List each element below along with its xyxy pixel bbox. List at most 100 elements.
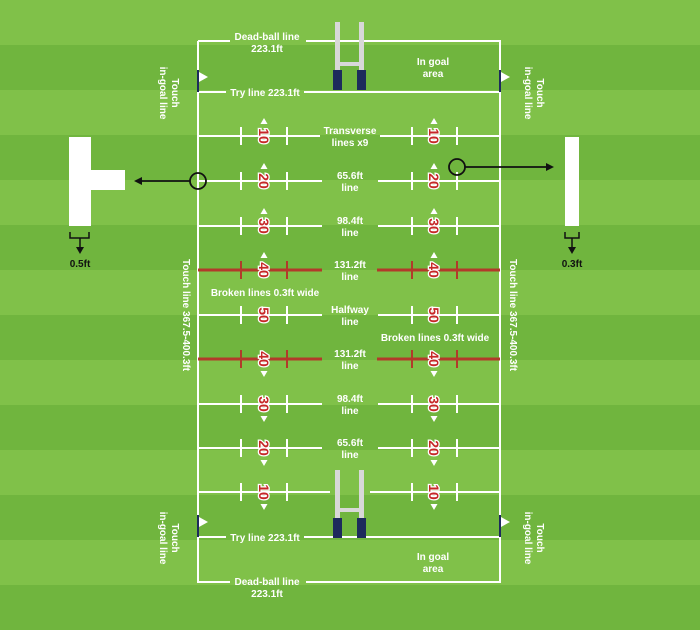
right-detail-measure: 0.3ft [562,259,583,270]
l984-top-label-1: 98.4ft [337,216,364,227]
post-pad-left [333,70,342,90]
triangle-up-icon [260,252,268,258]
line-number: 10 [256,484,272,500]
goal-posts-top [333,22,366,90]
line-number: 10 [426,484,442,500]
grass-stripe [0,585,700,630]
ingoal-bottom-label-2: area [423,564,444,575]
line-number: 50 [426,307,442,323]
touch-ingoal-label-2: in-goal line [522,512,533,565]
triangle-down-icon [430,416,438,422]
touch-line-left-label: Touch line 367.5-400.3ft [180,259,191,372]
l984-bottom-label-1: 98.4ft [337,394,364,405]
forty-lines [198,268,500,361]
arrow-right-icon [546,163,554,171]
deadball-bottom-label-1: Dead-ball line [234,577,299,588]
triangle-up-icon [430,208,438,214]
triangle-up-icon [430,118,438,124]
flag-icon [197,70,208,92]
grass-stripe [0,270,700,315]
grass-stripe [0,450,700,495]
l656-bottom-label-2: line [341,450,359,461]
line-number: 40 [426,351,442,367]
left-detail [69,137,125,254]
flag-icon [197,515,208,537]
line-number: 20 [426,440,442,456]
touch-ingoal-label-1: Touch [169,523,180,552]
grass-stripe [0,405,700,450]
l1312-top-label-2: line [341,272,359,283]
triangle-up-icon [260,118,268,124]
transverse-label-1: Transverse [324,126,377,137]
line-number: 40 [426,262,442,278]
touch-ingoal-label-2: in-goal line [522,67,533,120]
arrow-down-icon [568,247,576,254]
triangle-down-icon [430,504,438,510]
triangle-up-icon [430,163,438,169]
grass-stripe [0,360,700,405]
grass-stripe [0,0,700,45]
grass-stripe [0,540,700,585]
line-number: 40 [256,351,272,367]
touch-ingoal-label-1: Touch [534,523,545,552]
l656-top-label-2: line [341,183,359,194]
line-number: 20 [256,440,272,456]
transverse-label-2: lines x9 [332,138,369,149]
field-lines [197,40,501,583]
triangle-up-icon [260,208,268,214]
post-right [359,470,364,538]
line-number: 30 [256,396,272,412]
l1312-bottom-label-2: line [341,361,359,372]
t-shape-vertical [69,137,91,226]
post-right [359,22,364,90]
line-number: 20 [426,173,442,189]
touch-ingoal-label-1: Touch [169,78,180,107]
touch-ingoal-label-2: in-goal line [157,512,168,565]
text-labels: Dead-ball line 223.1ft Try line 223.1ft … [70,32,583,600]
triangle-down-icon [260,371,268,377]
ingoal-top-label-1: In goal [417,57,449,68]
post-pad-left [333,518,342,538]
post-pad-right [357,518,366,538]
l1312-top-label-1: 131.2ft [334,260,366,271]
crossbar [335,62,364,66]
touch-ingoal-top-right: Touch in-goal line [522,67,545,120]
l984-top-label-2: line [341,228,359,239]
l656-bottom-label-1: 65.6ft [337,438,364,449]
grass-stripe [0,45,700,90]
arrow-down-icon [76,247,84,254]
broken-lines-right-label: Broken lines 0.3ft wide [381,333,490,344]
touch-ingoal-top-left: Touch in-goal line [157,67,180,120]
triangle-down-icon [260,504,268,510]
halfway-label-2: line [341,317,359,328]
try-line-top-label: Try line 223.1ft [230,88,300,99]
hash-marks [240,127,458,501]
try-line-bottom-label: Try line 223.1ft [230,533,300,544]
post-left [335,22,340,90]
hash-marks-40 [240,261,458,368]
arrow-left-icon [134,177,142,185]
touch-ingoal-bottom-right: Touch in-goal line [522,512,545,565]
line-number: 10 [256,128,272,144]
touch-ingoal-label-2: in-goal line [157,67,168,120]
crossbar [335,508,364,512]
l1312-bottom-label-1: 131.2ft [334,349,366,360]
right-detail [564,137,580,254]
line-number: 30 [426,396,442,412]
line-number: 30 [256,218,272,234]
triangle-down-icon [430,371,438,377]
ingoal-bottom-label-1: In goal [417,552,449,563]
corner-flags [197,70,510,537]
l984-bottom-label-2: line [341,406,359,417]
triangle-up-icon [260,163,268,169]
triangle-down-icon [260,416,268,422]
deadball-bottom-label-2: 223.1ft [251,589,283,600]
deadball-top-label-1: Dead-ball line [234,32,299,43]
callouts [134,158,554,190]
ingoal-top-label-2: area [423,69,444,80]
touch-line-right-label: Touch line 367.5-400.3ft [507,259,518,372]
goal-posts-bottom [333,470,366,538]
